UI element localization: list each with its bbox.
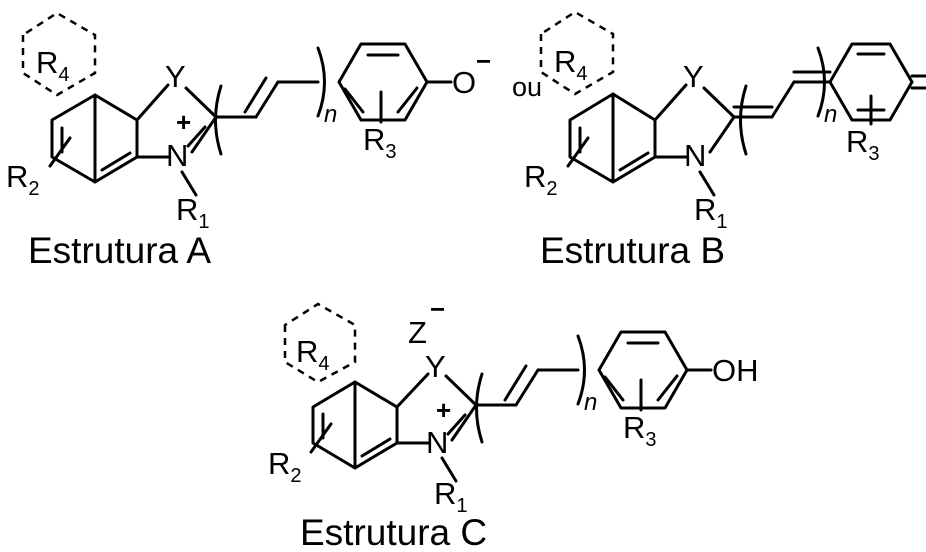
five-membered-ring-a	[93, 83, 218, 184]
structure-a: R4 Y N + R1 R2 n	[6, 11, 491, 233]
r4-label-a: R4	[36, 45, 70, 86]
caption-structure-a: Estrutura A	[28, 230, 211, 271]
n-substituent-bond-c	[440, 456, 458, 483]
conjugated-chain-b	[732, 46, 832, 156]
n-substituent-bond-a	[180, 170, 198, 197]
structure-b: R4 Y N R1 R2 n	[524, 10, 926, 233]
minus-charge-a: −	[476, 46, 491, 76]
y-atom-a: Y	[165, 59, 186, 94]
five-membered-ring-b	[611, 83, 736, 184]
r3-label-b: R3	[846, 124, 880, 165]
r3-label-a: R3	[363, 122, 397, 163]
plus-charge-c: +	[436, 395, 451, 425]
r2-bond-b	[566, 136, 590, 168]
caption-structure-c: Estrutura C	[300, 512, 487, 552]
phenoxide-oxygen-a: O	[452, 65, 476, 100]
r3-label-c: R3	[623, 410, 657, 451]
n-repeat-a: n	[324, 101, 337, 128]
minus-charge-c: −	[430, 294, 445, 324]
quinone-ring-b	[828, 42, 926, 126]
n-atom-b: N	[684, 138, 706, 173]
r1-label-c: R1	[434, 476, 468, 517]
r2-bond-a	[48, 136, 72, 168]
fused-ring-c	[283, 302, 357, 384]
r4-label-b: R4	[554, 44, 588, 85]
n-repeat-c: n	[584, 389, 597, 416]
y-atom-b: Y	[683, 59, 704, 94]
n-atom-c: N	[426, 425, 448, 460]
connector-text: ou	[512, 72, 542, 102]
r1-label-a: R1	[176, 192, 210, 233]
fused-ring-b	[539, 10, 615, 96]
five-membered-ring-c	[353, 372, 478, 470]
caption-structure-b: Estrutura B	[540, 230, 725, 271]
plus-charge-a: +	[176, 107, 191, 137]
vinyl-chain-c	[474, 334, 586, 444]
counterion-c: Z	[408, 315, 427, 350]
n-atom-a: N	[166, 138, 188, 173]
n-substituent-bond-b	[698, 170, 716, 197]
r1-label-b: R1	[694, 192, 728, 233]
r2-bond-c	[309, 422, 333, 454]
n-repeat-b: n	[824, 101, 837, 128]
r2-label-b: R2	[524, 159, 558, 200]
y-atom-c: Y	[425, 349, 446, 384]
r2-label-a: R2	[6, 159, 40, 200]
vinyl-chain-a	[214, 46, 326, 156]
hydroxyl-c: OH	[712, 353, 759, 388]
phenol-ring-a	[337, 42, 429, 124]
fused-ring-a	[21, 11, 97, 97]
phenol-ring-c	[597, 330, 689, 412]
structure-c: R4 Y N + R1 R2 Z − n	[268, 294, 759, 517]
r4-label-c: R4	[296, 334, 330, 375]
r2-label-c: R2	[268, 446, 302, 487]
